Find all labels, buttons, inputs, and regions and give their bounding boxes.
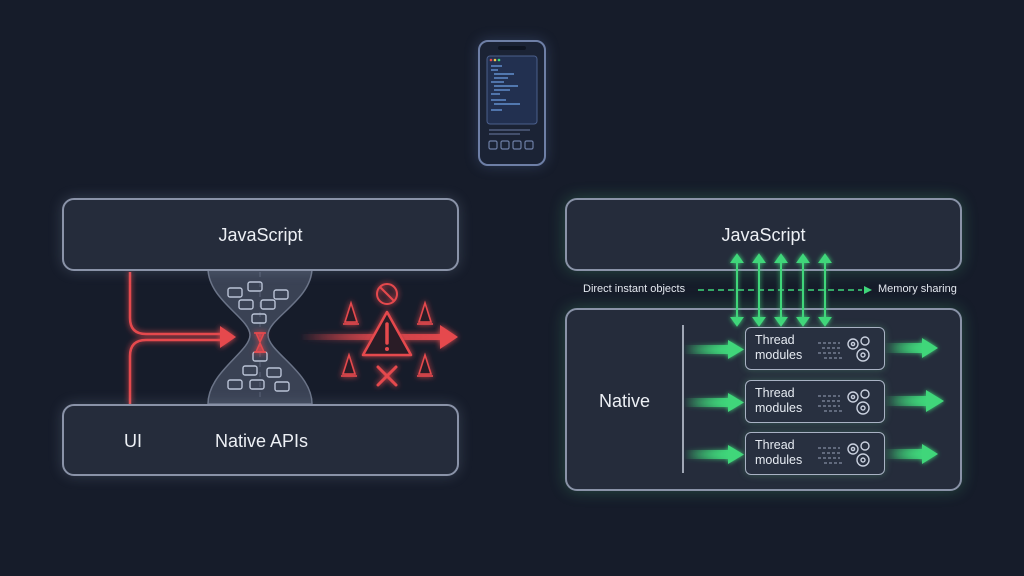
red-flow-line [128,272,220,336]
thread-module-1: Thread modules [745,327,885,370]
memory-sharing-label: Memory sharing [878,283,957,295]
arrow-icon [864,286,872,294]
thread-label: Thread [755,386,795,400]
no-entry-icon [376,283,398,305]
modules-label: modules [755,348,803,362]
gear-icon [818,336,870,362]
direct-instant-objects-label: Direct instant objects [583,283,686,295]
arrow-icon [922,444,938,464]
arrow-icon [922,338,938,358]
arrow-icon [926,390,944,412]
javascript-box-left: JavaScript [62,198,459,271]
bidirectional-arrows [730,253,832,327]
arrow-icon [220,326,236,348]
thread-label: Thread [755,333,795,347]
native-apis-label: Native APIs [215,431,309,451]
arrow-icon [728,340,744,359]
hourglass-icon [254,332,266,353]
native-label: Native [599,391,651,411]
thread-module-2: Thread modules [745,380,885,423]
arrow-icon [728,393,744,412]
arrow-icon [728,445,744,464]
arrow-icon [440,325,458,349]
traffic-cone-icon [341,300,433,377]
car-icon [227,281,290,392]
javascript-label: JavaScript [218,225,303,245]
javascript-box-right: JavaScript [565,198,962,271]
ui-label: UI [124,431,142,451]
warning-icon [361,310,413,357]
red-flow-line [128,338,220,404]
thread-module-3: Thread modules [745,432,885,475]
native-box-left: UI Native APIs [62,404,459,476]
modules-label: modules [755,401,803,415]
gear-icon [818,389,870,415]
gear-icon [818,441,870,467]
javascript-label: JavaScript [721,225,806,245]
phone-icon [478,40,546,166]
cross-icon [376,365,398,387]
thread-label: Thread [755,438,795,452]
modules-label: modules [755,453,803,467]
